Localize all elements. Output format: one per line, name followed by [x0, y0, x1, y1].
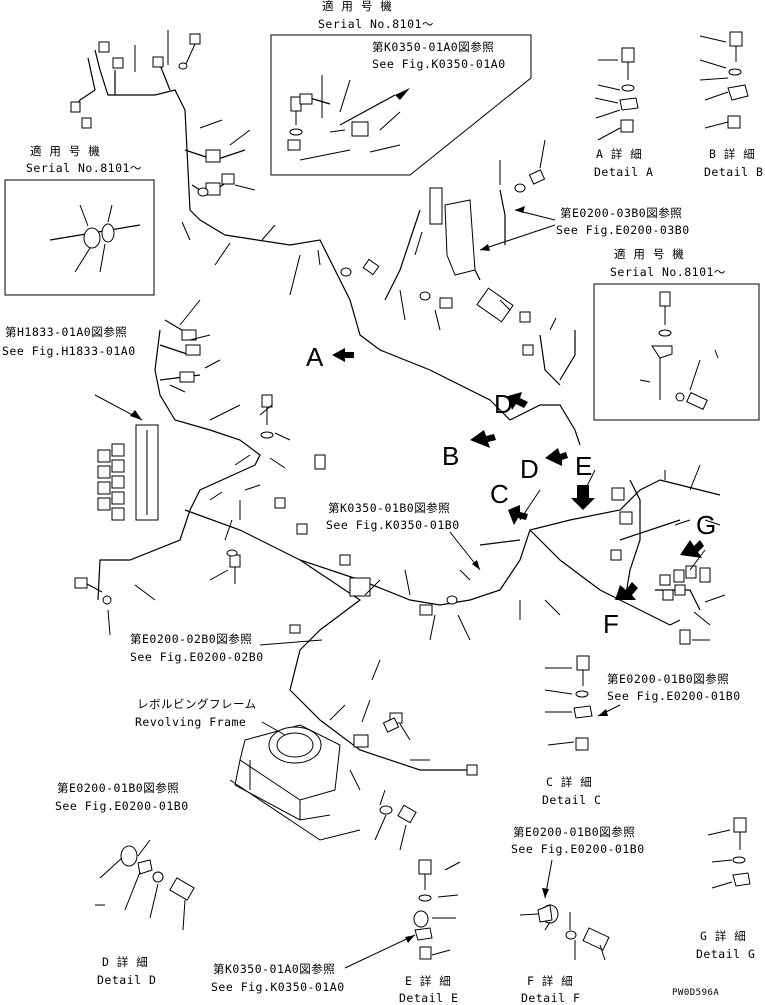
detail-d-en: Detail D — [97, 973, 156, 987]
revolving-frame-drawing — [229, 724, 361, 841]
ref-k0350-01b0-jp: 第K0350-01B0図参照 — [328, 501, 450, 515]
detail-d: 第E0200-01B0図参照 See Fig.E0200-01B0 D 詳 細 … — [55, 781, 195, 987]
ref-h1833-01a0-en: See Fig.H1833-01A0 — [2, 344, 136, 358]
serial-box-right: 適 用 号 機 Serial No.8101～ — [593, 247, 760, 421]
detail-g-jp: G 詳 細 — [700, 929, 746, 943]
serial-left-jp: 適 用 号 機 — [30, 144, 100, 158]
detail-g-en: Detail G — [696, 947, 755, 961]
serial-top-jp: 適 用 号 機 — [322, 0, 392, 13]
ref-e0200-01b0-d-jp: 第E0200-01B0図参照 — [57, 781, 179, 795]
detail-a: A 詳 細 Detail A — [594, 47, 653, 179]
view-letter-f: F — [603, 609, 619, 639]
ref-k0350-01a0-e-en: See Fig.K0350-01A0 — [211, 980, 345, 994]
ref-h1833-01a0-jp: 第H1833-01A0図参照 — [5, 325, 127, 339]
serial-box-top: 適 用 号 機 Serial No.8101～ 第K0350-01A0図参照 S… — [270, 0, 532, 176]
detail-e-en: Detail E — [399, 991, 458, 1005]
ref-e0200-01b0-d-en: See Fig.E0200-01B0 — [55, 799, 189, 813]
view-letter-d1: D — [494, 389, 513, 419]
bolts-main — [74, 33, 546, 824]
detail-f: 第E0200-01B0図参照 See Fig.E0200-01B0 F 詳 細 … — [511, 825, 645, 1005]
drawing-code: PW0D596A — [672, 988, 719, 998]
detail-f-en: Detail F — [521, 991, 580, 1005]
detail-f-jp: F 詳 細 — [527, 974, 573, 988]
reference-callouts: 第E0200-03B0図参照 See Fig.E0200-03B0 第H1833… — [2, 206, 690, 736]
ref-e0200-02b0-jp: 第E0200-02B0図参照 — [130, 632, 252, 646]
view-letter-c: C — [490, 479, 509, 509]
ref-e0200-01b0-f-en: See Fig.E0200-01B0 — [511, 842, 645, 856]
detail-c-en: Detail C — [542, 793, 601, 807]
terminal-block — [94, 394, 159, 521]
ref-e0200-01b0-f-jp: 第E0200-01B0図参照 — [513, 825, 635, 839]
serial-right-jp: 適 用 号 機 — [614, 247, 684, 261]
serial-box-left: 適 用 号 機 Serial No.8101～ — [4, 144, 155, 296]
view-letter-e: E — [575, 451, 592, 481]
serial-left-en: Serial No.8101～ — [26, 161, 142, 175]
detail-a-jp: A 詳 細 — [596, 147, 642, 161]
detail-b: B 詳 細 Detail B — [699, 31, 763, 179]
detail-c: 第E0200-01B0図参照 See Fig.E0200-01B0 C 詳 細 … — [542, 655, 741, 807]
serial-top-en: Serial No.8101～ — [318, 17, 434, 31]
serial-right-en: Serial No.8101～ — [610, 265, 726, 279]
detail-b-jp: B 詳 細 — [709, 147, 755, 161]
ref-e0200-01b0-c-jp: 第E0200-01B0図参照 — [607, 672, 729, 686]
connectors — [70, 41, 711, 776]
view-letter-a: A — [306, 342, 324, 372]
detail-d-jp: D 詳 細 — [102, 955, 148, 969]
view-letter-b: B — [442, 441, 459, 471]
detail-e-jp: E 詳 細 — [405, 974, 451, 988]
view-letter-g: G — [696, 510, 716, 540]
leader-lines — [107, 30, 726, 851]
ref-k0350-01a0-top-en: See Fig.K0350-01A0 — [372, 57, 506, 71]
ref-e0200-02b0-en: See Fig.E0200-02B0 — [130, 650, 264, 664]
view-letter-d2: D — [520, 454, 539, 484]
ref-k0350-01a0-e-jp: 第K0350-01A0図参照 — [213, 962, 335, 976]
detail-e: 第K0350-01A0図参照 See Fig.K0350-01A0 E 詳 細 … — [211, 859, 461, 1005]
view-arrows: A B D D E C F G — [306, 342, 716, 639]
ref-e0200-03b0-en: See Fig.E0200-03B0 — [556, 223, 690, 237]
revolving-frame-jp: レボルビングフレーム — [137, 697, 257, 711]
detail-a-en: Detail A — [594, 165, 653, 179]
detail-c-jp: C 詳 細 — [546, 775, 592, 789]
detail-b-en: Detail B — [704, 165, 763, 179]
ref-e0200-03b0-jp: 第E0200-03B0図参照 — [560, 206, 682, 220]
revolving-frame-en: Revolving Frame — [135, 715, 246, 729]
ref-e0200-01b0-c-en: See Fig.E0200-01B0 — [607, 689, 741, 703]
detail-g: G 詳 細 Detail G — [696, 817, 755, 961]
ref-k0350-01a0-top-jp: 第K0350-01A0図参照 — [372, 40, 494, 54]
ref-k0350-01b0-en: See Fig.K0350-01B0 — [326, 518, 460, 532]
